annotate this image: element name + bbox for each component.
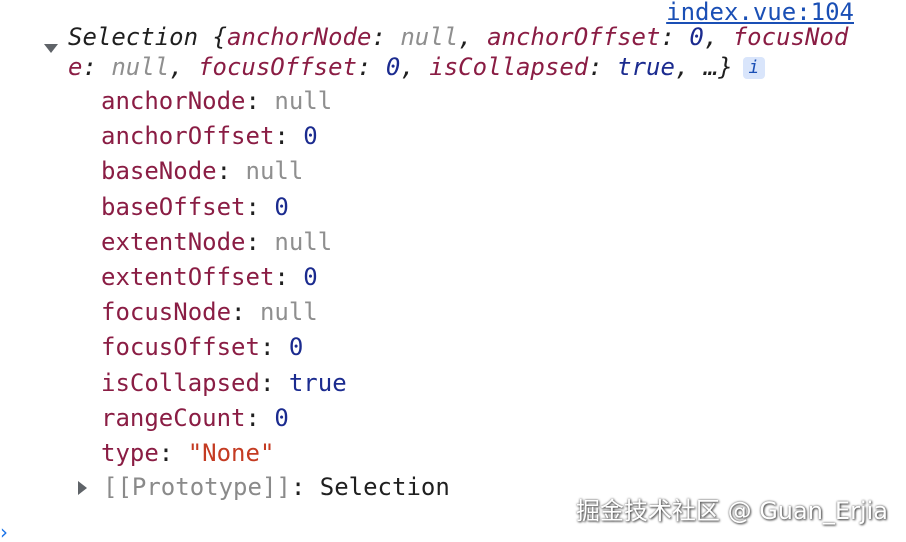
property-value: 0 xyxy=(303,122,318,151)
summary-comma: , xyxy=(458,23,488,51)
summary-colon: : xyxy=(82,53,112,81)
property-colon: : xyxy=(231,298,260,327)
property-row[interactable]: focusOffset: 0 xyxy=(101,330,347,365)
property-value: 0 xyxy=(288,333,304,362)
property-row[interactable]: type: "None" xyxy=(101,436,347,471)
property-value: 0 xyxy=(274,403,289,432)
property-row[interactable]: extentOffset: 0 xyxy=(101,260,347,295)
property-key: isCollapsed xyxy=(101,368,260,397)
property-row[interactable]: baseNode: null xyxy=(101,154,347,189)
summary-colon: : xyxy=(588,53,618,81)
property-value: 0 xyxy=(303,262,318,291)
property-value: null xyxy=(274,227,333,256)
property-row[interactable]: baseOffset: 0 xyxy=(101,190,347,225)
source-link[interactable]: index.vue:104 xyxy=(666,0,854,26)
summary-value: null xyxy=(111,53,170,81)
prototype-colon: : xyxy=(290,473,320,501)
summary-value: null xyxy=(400,23,459,51)
summary-open-brace: { xyxy=(212,23,227,51)
property-colon: : xyxy=(158,438,188,467)
property-key: focusOffset xyxy=(101,333,260,362)
info-icon[interactable]: i xyxy=(742,57,765,79)
summary-comma: , xyxy=(169,53,199,81)
property-colon: : xyxy=(245,227,275,256)
property-row[interactable]: extentNode: null xyxy=(101,225,347,260)
summary-value: 0 xyxy=(689,23,704,51)
property-key: baseNode xyxy=(101,157,217,186)
property-colon: : xyxy=(216,157,246,186)
property-colon: : xyxy=(245,87,275,115)
console-prompt-icon[interactable]: › xyxy=(0,520,8,542)
summary-comma: , xyxy=(703,23,733,51)
summary-value: 0 xyxy=(385,53,401,81)
property-key: extentNode xyxy=(101,227,246,256)
collapsed-toggle-icon[interactable] xyxy=(78,481,87,495)
property-key: extentOffset xyxy=(101,262,275,291)
property-value: null xyxy=(274,87,333,115)
property-colon: : xyxy=(245,403,275,432)
prototype-key: [[Prototype]] xyxy=(103,473,291,501)
summary-key: isCollapsed xyxy=(429,53,589,81)
property-row[interactable]: focusNode: null xyxy=(101,295,347,330)
property-value: true xyxy=(288,368,347,397)
property-row[interactable]: isCollapsed: true xyxy=(101,366,347,401)
summary-value: true xyxy=(617,53,675,81)
property-key: rangeCount xyxy=(101,403,246,432)
property-value: null xyxy=(245,157,304,186)
summary-class-name: Selection xyxy=(68,23,199,51)
object-summary-text: Selection {anchorNode: null, anchorOffse… xyxy=(68,22,863,82)
summary-ellipsis: …} xyxy=(703,53,733,81)
summary-key: focusOffset xyxy=(198,53,358,81)
summary-comma: , xyxy=(400,53,430,81)
expand-toggle-icon[interactable] xyxy=(44,44,58,53)
property-key: baseOffset xyxy=(101,192,246,221)
summary-colon: : xyxy=(371,23,401,51)
object-summary[interactable]: Selection {anchorNode: null, anchorOffse… xyxy=(44,22,863,82)
property-key: anchorNode xyxy=(101,87,246,115)
property-value: 0 xyxy=(274,192,289,221)
property-colon: : xyxy=(274,122,304,151)
property-row[interactable]: anchorOffset: 0 xyxy=(101,119,347,154)
summary-colon: : xyxy=(357,53,386,81)
summary-key: anchorNode xyxy=(226,23,372,51)
property-row[interactable]: rangeCount: 0 xyxy=(101,401,347,436)
property-key: anchorOffset xyxy=(101,122,275,151)
property-value: "None" xyxy=(187,438,275,467)
summary-key: focusNode xyxy=(68,23,849,81)
summary-colon: : xyxy=(660,23,690,51)
property-colon: : xyxy=(245,192,275,221)
property-colon: : xyxy=(274,262,304,291)
property-key: focusNode xyxy=(101,298,232,327)
property-value: null xyxy=(259,298,318,327)
property-key: type xyxy=(101,438,159,467)
watermark: 掘金技术社区 @ Guan_Erjia xyxy=(575,497,888,525)
prototype-value: Selection xyxy=(319,473,450,501)
summary-key: anchorOffset xyxy=(487,23,661,51)
property-row[interactable]: anchorNode: null xyxy=(101,84,347,119)
summary-comma: , xyxy=(674,53,704,81)
prototype-row[interactable]: [[Prototype]]: Selection xyxy=(78,470,450,505)
property-colon: : xyxy=(259,333,289,362)
property-colon: : xyxy=(259,368,289,397)
